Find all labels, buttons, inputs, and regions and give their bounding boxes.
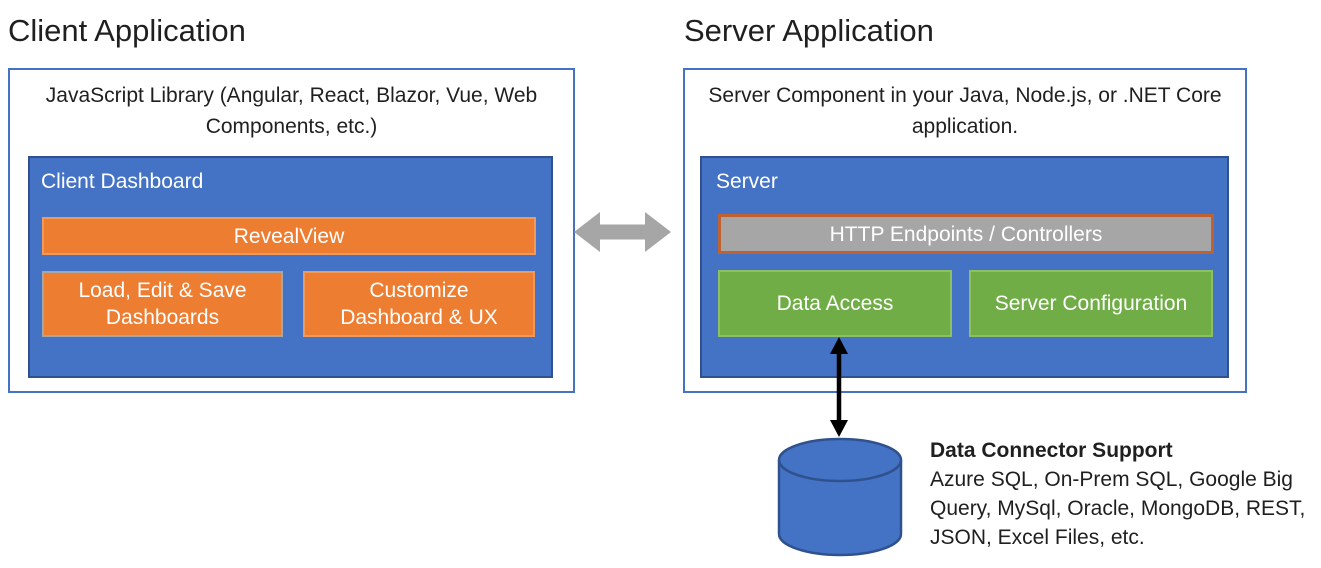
server-configuration-box: Server Configuration bbox=[969, 270, 1213, 337]
load-edit-save-box: Load, Edit & Save Dashboards bbox=[42, 271, 283, 337]
data-connector-line: JSON, Excel Files, etc. bbox=[930, 526, 1145, 549]
client-server-sync-arrow-icon bbox=[574, 212, 671, 252]
data-access-label: Data Access bbox=[776, 292, 894, 315]
server-subtitle: Server Component in your Java, Node.js, … bbox=[708, 84, 1222, 138]
data-connector-heading: Data Connector Support bbox=[930, 439, 1173, 462]
data-connector-line: Azure SQL, On-Prem SQL, Google Big bbox=[930, 468, 1293, 491]
client-section-title: Client Application bbox=[8, 13, 246, 48]
data-connector-support: Data Connector Support Azure SQL, On-Pre… bbox=[930, 436, 1305, 552]
database-icon bbox=[777, 437, 903, 557]
server-section-title: Server Application bbox=[684, 13, 934, 48]
load-edit-save-label: Load, Edit & Save Dashboards bbox=[78, 279, 247, 329]
client-dashboard-label: Client Dashboard bbox=[41, 170, 204, 193]
http-endpoints-box: HTTP Endpoints / Controllers bbox=[718, 214, 1214, 254]
revealview-label: RevealView bbox=[233, 224, 345, 248]
server-box bbox=[700, 156, 1229, 378]
revealview-box: RevealView bbox=[42, 217, 536, 255]
client-dashboard-box bbox=[28, 156, 553, 378]
data-connector-line: Query, MySql, Oracle, MongoDB, REST, bbox=[930, 497, 1306, 520]
client-subtitle: JavaScript Library (Angular, React, Blaz… bbox=[45, 84, 538, 138]
data-access-box: Data Access bbox=[718, 270, 952, 337]
server-label: Server bbox=[716, 170, 778, 193]
customize-dashboard-label: Customize Dashboard & UX bbox=[340, 279, 498, 329]
http-endpoints-label: HTTP Endpoints / Controllers bbox=[829, 222, 1103, 246]
server-configuration-label: Server Configuration bbox=[994, 292, 1188, 315]
data-access-db-arrow-icon bbox=[830, 337, 848, 437]
customize-dashboard-box: Customize Dashboard & UX bbox=[303, 271, 535, 337]
